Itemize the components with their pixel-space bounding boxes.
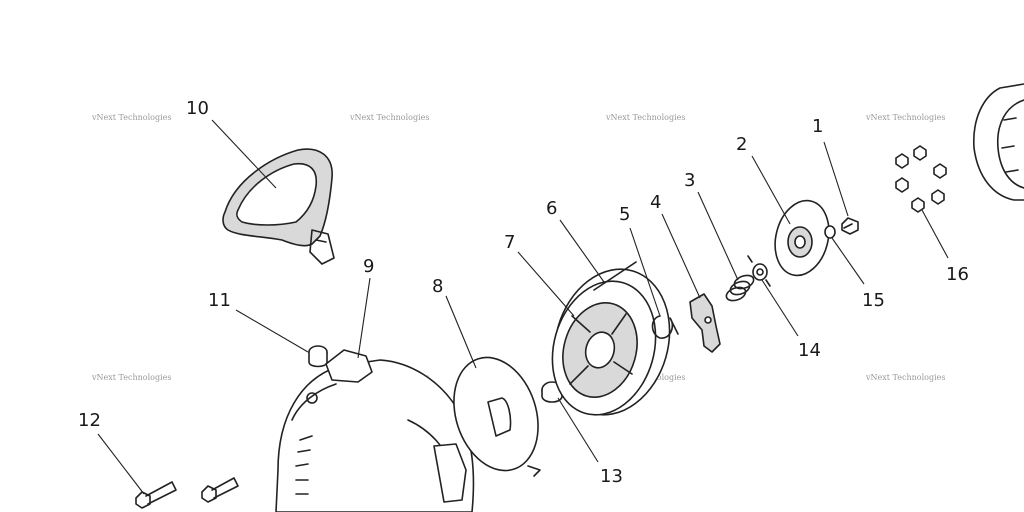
leader-lines (97, 119, 949, 495)
callout-10: 10 (186, 98, 209, 119)
leader-3 (697, 191, 739, 281)
callout-13: 13 (600, 466, 623, 487)
leader-1 (823, 141, 849, 217)
leader-12 (97, 433, 145, 495)
callout-4: 4 (650, 192, 661, 213)
part-tab-washer (747, 255, 771, 287)
part-center-bolt (841, 217, 859, 235)
callout-6: 6 (546, 198, 557, 219)
leader-13 (557, 397, 599, 463)
callout-12: 12 (78, 410, 101, 431)
callout-8: 8 (432, 276, 443, 297)
leader-15 (831, 237, 865, 285)
leader-2 (751, 155, 791, 225)
callout-16: 16 (946, 264, 969, 285)
part-nuts (895, 145, 947, 213)
leader-4 (661, 213, 701, 299)
part-cover-partial (973, 83, 1024, 201)
part-bolts (135, 477, 239, 509)
part-ratchet-pawl (689, 293, 721, 353)
part-washer (824, 225, 836, 239)
part-handle (222, 148, 335, 265)
part-spring-disc (453, 356, 541, 477)
leader-6 (559, 219, 605, 283)
leader-14 (761, 279, 799, 337)
watermark: vNext Technologies (91, 373, 171, 382)
leader-11 (235, 309, 309, 353)
watermark: vNext Technologies (349, 113, 429, 122)
watermark: vNext Technologies (605, 113, 685, 122)
watermark: vNext Technologies (91, 113, 171, 122)
callout-7: 7 (504, 232, 515, 253)
leader-8 (445, 295, 477, 369)
callout-1: 1 (812, 116, 823, 137)
leader-9 (357, 277, 371, 359)
callout-labels: 1 2 3 4 5 6 7 8 9 10 11 12 13 14 15 16 (78, 98, 969, 487)
watermark: vNext Technologies (865, 373, 945, 382)
watermark: vNext Technologies (865, 113, 945, 122)
callout-2: 2 (736, 134, 747, 155)
leader-5 (629, 227, 661, 317)
callout-9: 9 (363, 256, 374, 277)
part-friction-plate (774, 199, 830, 277)
part-spring-clip (651, 315, 679, 339)
leader-16 (921, 209, 949, 259)
callout-11: 11 (208, 290, 231, 311)
callout-5: 5 (619, 204, 630, 225)
leader-10 (211, 119, 277, 189)
part-starter-housing (275, 349, 475, 512)
callout-15: 15 (862, 290, 885, 311)
part-cap (308, 345, 328, 368)
part-coil-spring (725, 274, 755, 302)
callout-14: 14 (798, 340, 821, 361)
callout-3: 3 (684, 170, 695, 191)
leader-7 (517, 251, 575, 317)
part-pulley-reel (551, 261, 671, 416)
